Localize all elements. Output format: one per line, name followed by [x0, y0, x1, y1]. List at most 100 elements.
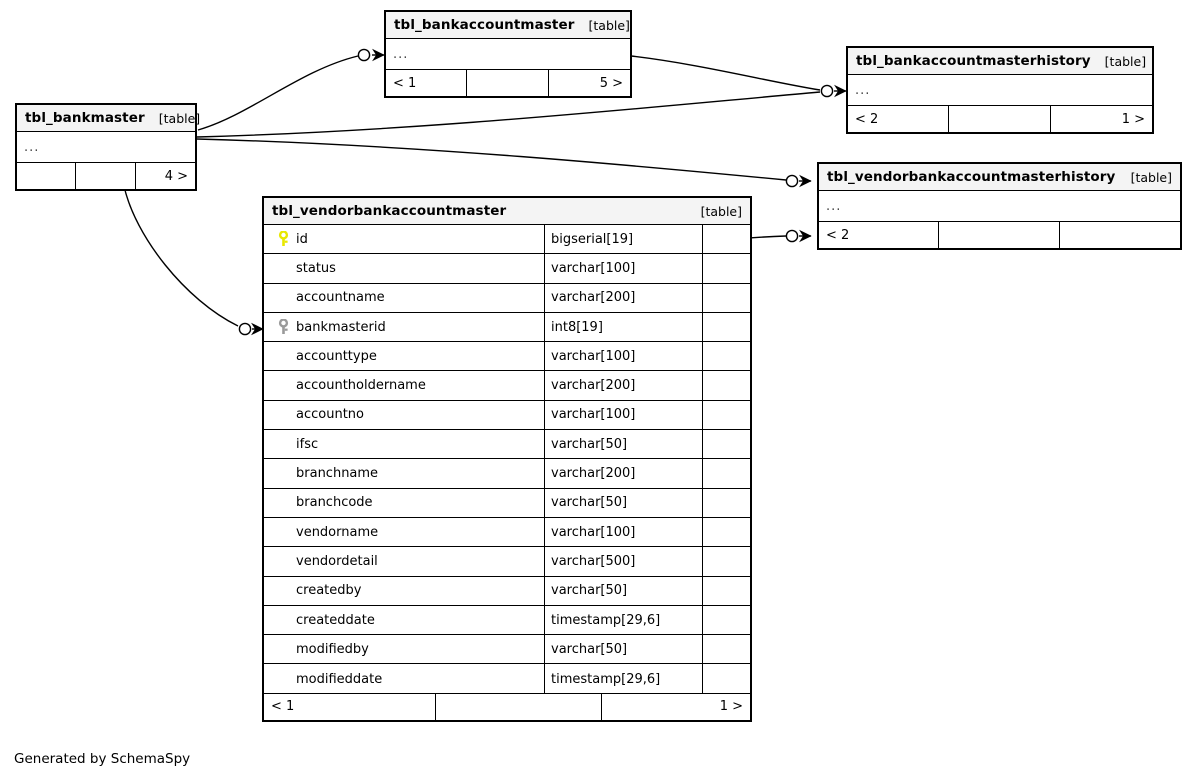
- column-relation-anchor: [703, 664, 750, 693]
- table-row[interactable]: modifiedby varchar[50]: [264, 635, 750, 665]
- footer-parent-count[interactable]: [17, 163, 77, 189]
- table-row[interactable]: modifieddate timestamp[29,6]: [264, 664, 750, 694]
- column-type: varchar[100]: [545, 254, 703, 283]
- column-type: varchar[100]: [545, 342, 703, 371]
- table-node-tbl-bankmaster[interactable]: tbl_bankmaster [table] ... 4 >: [15, 103, 200, 191]
- table-row[interactable]: bankmasterid int8[19]: [264, 312, 750, 343]
- column-name: id: [296, 231, 308, 247]
- column-relation-anchor: [703, 225, 750, 253]
- column-type: bigserial[19]: [545, 225, 703, 254]
- column-name-cell: createddate: [264, 605, 545, 635]
- footer-child-count[interactable]: 1 >: [1121, 111, 1145, 127]
- column-type: int8[19]: [545, 312, 703, 342]
- column-relation-anchor: [703, 342, 750, 370]
- column-name-cell: vendorname: [264, 517, 545, 547]
- table-row[interactable]: accountname varchar[200]: [264, 283, 750, 313]
- footer-parent-count[interactable]: < 1: [264, 693, 436, 720]
- table-kind-label: [table]: [700, 203, 742, 219]
- table-title: tbl_bankaccountmaster: [394, 17, 575, 33]
- column-relation-anchor: [703, 547, 750, 575]
- column-type: varchar[100]: [545, 517, 703, 547]
- footer-parent-count[interactable]: < 2: [819, 222, 940, 248]
- table-row[interactable]: createddate timestamp[29,6]: [264, 605, 750, 636]
- table-title: tbl_vendorbankaccountmasterhistory: [827, 169, 1116, 185]
- table-node-tbl-vendorbankaccountmasterhistory[interactable]: tbl_vendorbankaccountmasterhistory [tabl…: [817, 162, 1182, 250]
- footer-parent-count[interactable]: < 2: [848, 106, 950, 132]
- column-name-cell: accountname: [264, 283, 545, 312]
- column-name: status: [296, 260, 336, 276]
- foreign-key-icon: [272, 319, 294, 335]
- table-row[interactable]: status varchar[100]: [264, 254, 750, 284]
- column-name: accountno: [296, 407, 364, 423]
- footer-middle: [467, 70, 549, 96]
- edge-bankmaster-to-bankaccountmaster: [197, 48, 385, 131]
- column-type: varchar[50]: [545, 488, 703, 517]
- column-name: accountholdername: [296, 378, 426, 394]
- column-relation-anchor: [703, 518, 750, 546]
- column-name-cell: accountholdername: [264, 371, 545, 400]
- table-row[interactable]: vendorname varchar[100]: [264, 517, 750, 548]
- column-name-cell: branchname: [264, 459, 545, 488]
- column-relation-anchor: [703, 254, 750, 282]
- column-relation-anchor: [703, 284, 750, 312]
- column-type: timestamp[29,6]: [545, 664, 703, 694]
- column-relation-anchor: [703, 606, 750, 634]
- column-name: accounttype: [296, 348, 377, 364]
- column-relation-anchor: [703, 430, 750, 458]
- collapsed-columns-ellipsis[interactable]: ...: [17, 132, 195, 163]
- table-row[interactable]: branchname varchar[200]: [264, 459, 750, 489]
- column-name-cell: accountno: [264, 400, 545, 430]
- table-row[interactable]: id bigserial[19]: [264, 225, 750, 255]
- column-type: varchar[200]: [545, 283, 703, 312]
- column-relation-anchor: [703, 489, 750, 517]
- table-row[interactable]: vendordetail varchar[500]: [264, 547, 750, 577]
- column-name: accountname: [296, 290, 385, 306]
- column-name: createdby: [296, 583, 362, 599]
- column-type: varchar[50]: [545, 430, 703, 459]
- collapsed-columns-ellipsis[interactable]: ...: [848, 75, 1152, 106]
- column-relation-anchor: [703, 635, 750, 663]
- column-relation-anchor: [703, 577, 750, 605]
- column-name: branchname: [296, 466, 379, 482]
- footer-child-count[interactable]: [1060, 222, 1180, 248]
- table-title: tbl_bankaccountmasterhistory: [856, 53, 1091, 69]
- column-type: varchar[500]: [545, 547, 703, 576]
- column-name: bankmasterid: [296, 319, 386, 335]
- column-name-cell: vendordetail: [264, 547, 545, 576]
- column-name-cell: createdby: [264, 576, 545, 605]
- column-type: varchar[200]: [545, 371, 703, 400]
- column-relation-anchor: [703, 313, 750, 341]
- column-name: modifieddate: [296, 671, 383, 687]
- column-name: vendorname: [296, 524, 379, 540]
- table-row[interactable]: accounttype varchar[100]: [264, 342, 750, 372]
- footer-child-count[interactable]: 5 >: [599, 75, 623, 91]
- footer-parent-count[interactable]: < 1: [386, 70, 468, 96]
- collapsed-columns-ellipsis[interactable]: ...: [386, 39, 630, 70]
- column-type: varchar[50]: [545, 635, 703, 664]
- footer-middle: [76, 163, 136, 189]
- table-kind-label: [table]: [1104, 53, 1147, 69]
- footer-child-count[interactable]: 1 >: [719, 699, 743, 715]
- column-name: createddate: [296, 612, 375, 628]
- column-relation-anchor: [703, 401, 750, 429]
- column-relation-anchor: [703, 371, 750, 399]
- table-node-tbl-bankaccountmasterhistory[interactable]: tbl_bankaccountmasterhistory [table] ...…: [846, 46, 1154, 134]
- column-name: vendordetail: [296, 553, 378, 569]
- collapsed-columns-ellipsis[interactable]: ...: [819, 191, 1180, 222]
- footer-child-count[interactable]: 4 >: [164, 168, 188, 184]
- column-type: timestamp[29,6]: [545, 605, 703, 635]
- edge-bankaccountmaster-to-bankaccountmasterhistory: [630, 55, 821, 91]
- table-node-tbl-bankaccountmaster[interactable]: tbl_bankaccountmaster [table] ... < 1 5 …: [384, 10, 632, 98]
- table-footer: 4 >: [17, 162, 195, 189]
- table-header: tbl_bankaccountmaster [table]: [386, 12, 630, 39]
- column-type: varchar[200]: [545, 459, 703, 488]
- table-row[interactable]: accountholdername varchar[200]: [264, 371, 750, 401]
- column-name: modifiedby: [296, 641, 369, 657]
- edge-bankmaster-to-vendorbankaccountmasterhistory: [196, 138, 812, 188]
